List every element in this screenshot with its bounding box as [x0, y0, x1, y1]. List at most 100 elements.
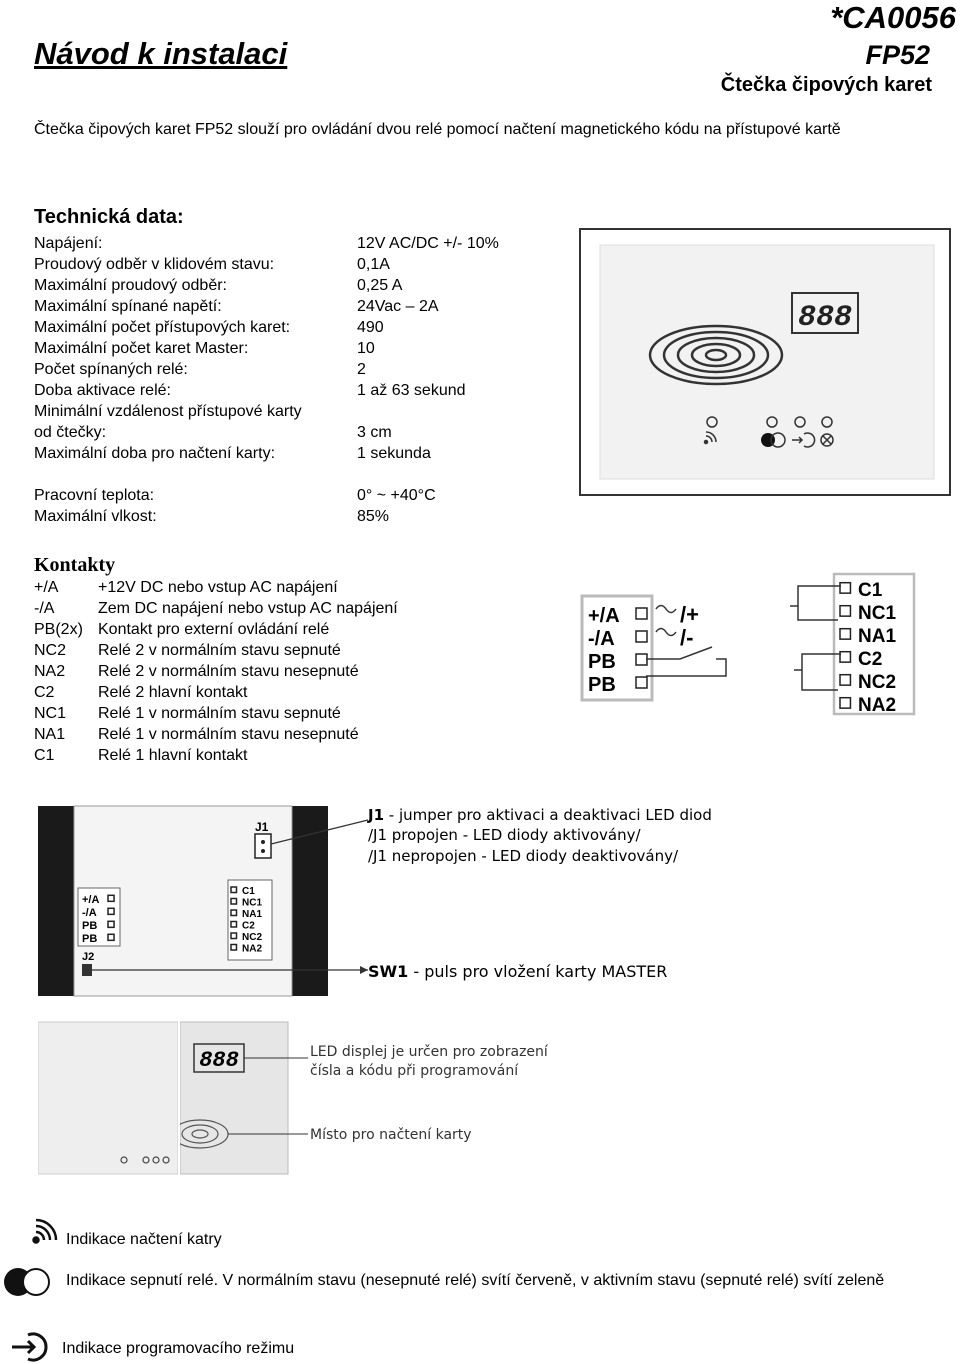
led-note-1: LED displej je určen pro zobrazení: [310, 1044, 549, 1060]
device-illustration: 888: [579, 228, 951, 496]
j1-note-1: J1 - jumper pro aktivaci a deaktivaci LE…: [367, 806, 712, 824]
terminal-label: PB: [82, 920, 97, 932]
terminal-box: [107, 933, 115, 942]
spec-label: Počet spínaných relé:: [34, 361, 188, 378]
program-icon: [792, 432, 816, 448]
spec-label: Napájení:: [34, 235, 103, 252]
contact-code: -/A: [34, 600, 55, 617]
terminal-box: [635, 607, 648, 620]
terminal-box: [230, 932, 238, 940]
terminal-label: NC1: [858, 603, 896, 624]
spec-label: Maximální vlkost:: [34, 508, 157, 525]
spec-value: 24Vac – 2A: [357, 298, 439, 315]
terminal-label: +/A: [588, 605, 620, 627]
spec-label: Maximální proudový odběr:: [34, 277, 227, 294]
terminal-label: NA2: [858, 695, 896, 716]
spec-label: Pracovní teplota:: [34, 487, 155, 504]
spec-label: od čtečky:: [34, 424, 107, 441]
contact-desc: Relé 2 hlavní kontakt: [98, 684, 248, 701]
spec-value: 10: [357, 340, 375, 357]
contact-desc: Zem DC napájení nebo vstup AC napájení: [98, 600, 398, 617]
spec-label: Maximální spínané napětí:: [34, 298, 222, 315]
contact-code: PB(2x): [34, 621, 83, 638]
relay1-switch: [790, 585, 841, 621]
contact-code: NC1: [34, 705, 67, 722]
terminal-box: [839, 581, 852, 594]
terminal-box: [839, 673, 852, 686]
terminal-label: C2: [858, 649, 882, 670]
relay-legend-icon: [4, 1268, 50, 1296]
front-panel-diagram: 888 LED displej je určen pro zobrazení č…: [180, 1021, 549, 1175]
spec-value: 12V AC/DC +/- 10%: [357, 235, 499, 252]
contact-desc: Relé 1 v normálním stavu nesepnuté: [98, 726, 359, 743]
spec-label: Proudový odběr v klidovém stavu:: [34, 256, 275, 273]
terminal-box: [107, 894, 115, 903]
led-read: [706, 416, 718, 428]
spec-label: Maximální počet přístupových karet:: [34, 319, 291, 336]
terminal-box: [839, 650, 852, 663]
page-title: Návod k instalaci: [34, 36, 288, 71]
spec-value: 85%: [357, 508, 390, 525]
j1-note-3: /J1 nepropojen - LED diody deaktivovány/: [368, 847, 679, 865]
terminal-label: +/A: [82, 894, 99, 906]
contact-desc: Relé 2 v normálním stavu nesepnuté: [98, 663, 359, 680]
sw1-button: [82, 964, 92, 976]
jumper-j1: [254, 833, 272, 859]
program-legend-icon: [12, 1332, 48, 1362]
model-name: FP52: [865, 40, 930, 70]
product-subtitle: Čtečka čipových karet: [720, 74, 932, 96]
terminal-label: NC2: [858, 672, 896, 693]
front-panel-left: [38, 1021, 178, 1175]
pb-switch: [646, 646, 727, 677]
spec-value: 0,25 A: [357, 277, 403, 294]
contact-code: NA1: [34, 726, 66, 743]
contact-code: C2: [34, 684, 55, 701]
spec-value: 1 až 63 sekund: [357, 382, 466, 399]
jumper-label: J1: [255, 820, 269, 834]
terminal-box: [635, 676, 648, 689]
led-program: [821, 416, 833, 428]
front-panel: [180, 1021, 289, 1175]
spec-value: 0,1A: [357, 256, 390, 273]
contact-code: +/A: [34, 579, 59, 596]
spec-value: 1 sekunda: [357, 445, 431, 462]
legend-relay: Indikace sepnutí relé. V normálním stavu…: [66, 1272, 885, 1289]
contact-desc: Relé 1 v normálním stavu sepnuté: [98, 705, 341, 722]
led-relay2: [794, 416, 806, 428]
j1-pointer: [270, 819, 369, 845]
j1-note-2: /J1 propojen - LED diody aktivovány/: [368, 826, 641, 844]
display-frame: [791, 292, 859, 334]
terminal-box: [230, 909, 238, 917]
sw1-note: SW1 - puls pro vložení karty MASTER: [368, 962, 667, 981]
legend-read: Indikace načtení katry: [66, 1231, 222, 1248]
terminal-label: PB: [82, 933, 97, 945]
terminal-label: PB: [588, 674, 616, 696]
spec-value: 490: [357, 319, 384, 336]
signal-legend-icon: [32, 1218, 58, 1244]
terminal-label: C2: [242, 921, 255, 932]
spec-label: Doba aktivace relé:: [34, 382, 171, 399]
ac-wave-icon: [655, 627, 677, 637]
tech-heading: Technická data:: [34, 206, 184, 228]
spec-label: Maximální doba pro načtení karty:: [34, 445, 276, 462]
display-digits: 888: [798, 301, 852, 335]
terminal-box: [839, 696, 852, 709]
spec-value: 2: [357, 361, 366, 378]
j2-label: J2: [82, 951, 94, 963]
terminal-label: NA1: [858, 626, 896, 647]
legend-program: Indikace programovacího režimu: [62, 1340, 295, 1357]
front-display-digits: 888: [199, 1048, 239, 1073]
contact-code: NA2: [34, 663, 66, 680]
terminal-label: NC1: [242, 898, 262, 909]
relay-ring-icon: [770, 432, 786, 448]
terminal-box: [230, 886, 238, 894]
signal-icon: [703, 431, 717, 445]
spec-label: Maximální počet karet Master:: [34, 340, 249, 357]
terminal-box: [230, 897, 238, 905]
rfid-waves-icon: [648, 324, 784, 386]
